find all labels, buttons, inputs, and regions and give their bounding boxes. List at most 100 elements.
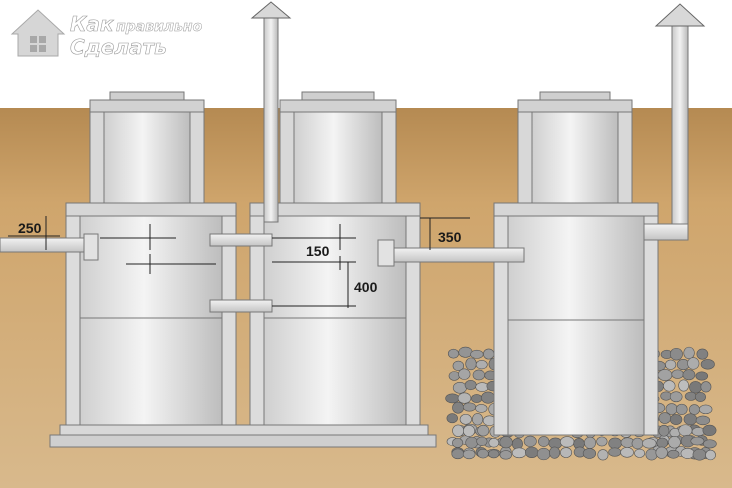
tank-2-upper-ring bbox=[263, 215, 407, 319]
gravel-stone bbox=[462, 449, 476, 460]
gravel-stone bbox=[458, 368, 471, 380]
tank-3-neck bbox=[531, 111, 619, 204]
house-icon bbox=[10, 9, 66, 57]
gravel-stone bbox=[459, 413, 472, 425]
gravel-stone bbox=[525, 446, 539, 458]
tank-1-slab bbox=[65, 202, 237, 217]
dim-label-offset: 150 bbox=[306, 243, 330, 259]
gravel-stone bbox=[703, 439, 717, 449]
tank-3 bbox=[493, 91, 659, 436]
gravel-stone bbox=[584, 436, 597, 449]
gravel-stone bbox=[688, 404, 700, 415]
outlet-pipe bbox=[391, 247, 525, 263]
gravel-stone bbox=[452, 424, 465, 437]
gravel-stone bbox=[458, 346, 473, 358]
gravel-stone bbox=[642, 438, 657, 449]
gravel-stone bbox=[538, 436, 550, 447]
gravel-stone bbox=[690, 436, 705, 446]
dim-label-drop: 400 bbox=[354, 279, 378, 295]
tank-1-upper-ring bbox=[79, 215, 223, 319]
gravel-stone bbox=[452, 401, 464, 414]
tank-1-neck bbox=[103, 111, 191, 204]
gravel-stone bbox=[476, 436, 488, 447]
tank-1 bbox=[65, 91, 237, 426]
gravel-stone bbox=[596, 436, 608, 447]
tank-2-lower-ring bbox=[263, 317, 407, 426]
gravel-stone bbox=[684, 391, 697, 401]
site-logo: Как правильно Сделать bbox=[10, 9, 203, 59]
gravel-stone bbox=[523, 435, 537, 447]
tank-1-hatch bbox=[89, 99, 205, 113]
gravel-stone bbox=[669, 391, 683, 403]
gravel-stone bbox=[665, 359, 677, 370]
gravel-stone bbox=[451, 448, 465, 460]
overflow-pipe-lower bbox=[209, 299, 273, 313]
gravel-stone bbox=[549, 446, 561, 459]
gravel-stone bbox=[645, 448, 658, 461]
gravel-stone bbox=[499, 436, 513, 449]
dim-label-inlet: 250 bbox=[18, 220, 42, 236]
dim-label-outlet: 350 bbox=[438, 229, 462, 245]
gravel-stone bbox=[560, 436, 575, 448]
gravel-stone bbox=[536, 447, 551, 461]
gravel-stone bbox=[669, 347, 683, 361]
inlet-pipe bbox=[0, 237, 87, 253]
dimension-lines bbox=[8, 216, 470, 308]
gravel-stone bbox=[470, 349, 484, 359]
gravel-stone bbox=[452, 381, 467, 394]
gravel-stone bbox=[675, 403, 688, 415]
base-slab-top bbox=[59, 424, 429, 436]
gravel-stone bbox=[631, 437, 644, 450]
vent-cap-2 bbox=[654, 3, 706, 27]
gravel-stone bbox=[702, 424, 717, 437]
gravel-stone bbox=[472, 369, 486, 381]
tank-3-lower-ring bbox=[507, 319, 645, 436]
gravel-stone bbox=[488, 438, 500, 448]
tank-1-lower-ring bbox=[79, 317, 223, 426]
gravel-stone bbox=[658, 424, 670, 437]
gravel-stone bbox=[656, 437, 669, 449]
gravel-stone bbox=[657, 369, 673, 381]
gravel-stone bbox=[692, 448, 707, 461]
gravel-stone bbox=[462, 402, 477, 412]
logo-line1-small: правильно bbox=[116, 19, 203, 35]
gravel-stone bbox=[472, 413, 484, 426]
gravel-stone bbox=[597, 449, 609, 461]
gravel-stone bbox=[658, 412, 672, 424]
gravel-stone bbox=[471, 394, 483, 403]
gravel-stone bbox=[705, 449, 716, 461]
gravel-stone bbox=[671, 369, 684, 379]
tank-3-hatch bbox=[517, 99, 633, 113]
tank-2 bbox=[249, 91, 421, 426]
gravel-stone bbox=[683, 346, 695, 360]
gravel-stone bbox=[446, 413, 458, 424]
gravel-stone bbox=[447, 348, 460, 359]
base-slab bbox=[49, 434, 437, 448]
gravel-stone bbox=[700, 381, 712, 393]
gravel-stone bbox=[663, 380, 676, 392]
tank-2-hatch bbox=[279, 99, 397, 113]
overflow-pipe-upper bbox=[209, 233, 273, 247]
gravel-stone bbox=[560, 447, 573, 458]
gravel-stone bbox=[511, 447, 527, 459]
gravel-stone bbox=[463, 424, 475, 437]
tank-3-slab bbox=[493, 202, 659, 217]
gravel-stone bbox=[687, 357, 700, 370]
gravel-stone bbox=[465, 357, 477, 371]
gravel-stone bbox=[452, 360, 465, 372]
gravel-stone bbox=[465, 436, 479, 449]
gravel-stone bbox=[477, 448, 489, 459]
gravel-stone bbox=[457, 392, 472, 404]
gravel-stone bbox=[683, 413, 698, 426]
tank-3-upper-ring bbox=[507, 215, 645, 321]
gravel-stone bbox=[669, 414, 683, 425]
gravel-stone bbox=[682, 369, 696, 381]
gravel-stone bbox=[464, 380, 477, 391]
gravel-stone bbox=[678, 424, 693, 437]
tank-2-neck bbox=[293, 111, 383, 204]
vent-pipe-1 bbox=[250, 1, 292, 223]
logo-line1: Как bbox=[70, 12, 114, 36]
gravel-stone bbox=[475, 360, 488, 370]
gravel-stone bbox=[698, 404, 713, 415]
